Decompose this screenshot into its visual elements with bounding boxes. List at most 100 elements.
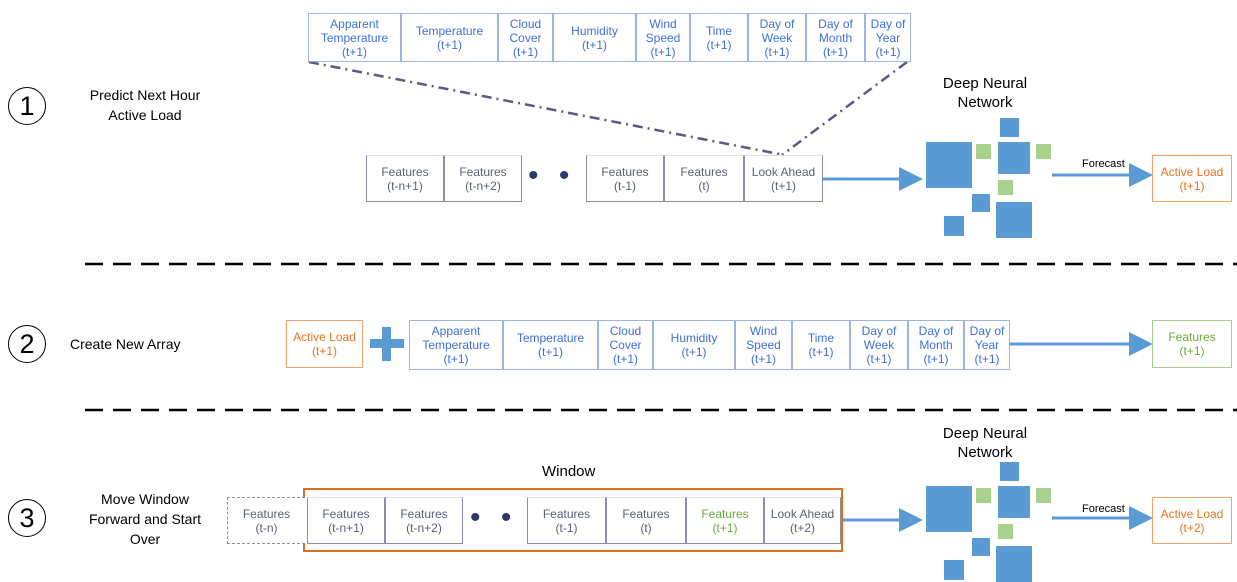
row1-feature-box: Features(t) [664, 155, 744, 202]
new-array-feature-item: Temperature(t+1) [503, 320, 598, 370]
feature-line: (t+1) [822, 44, 848, 59]
network-node-blue [926, 142, 972, 188]
network-node-green [1036, 488, 1051, 503]
box-line: (t-1) [614, 178, 636, 193]
feature-line: (t+1) [537, 345, 563, 359]
lookahead-feature-item: Temperature(t+1) [401, 13, 498, 62]
box-line: Features [680, 164, 728, 179]
feature-line: (t+1) [750, 352, 776, 366]
box-line: (t+1) [712, 520, 738, 535]
feature-line: (t+1) [512, 44, 538, 59]
network-node-blue [972, 538, 990, 556]
box-line: Features [322, 506, 370, 521]
feature-line: (t+1) [581, 37, 607, 52]
feature-line: (t+1) [923, 352, 949, 366]
network-title-line: Network [957, 444, 1013, 461]
row2-features-output: Features(t+1) [1152, 320, 1232, 368]
output-active-load-1: Active Load(t+1) [1152, 155, 1232, 202]
row3-feature-box: Features(t-n+2) [385, 497, 463, 544]
network-node-green [976, 488, 991, 503]
row3-feature-box-dropped: Features(t-n) [227, 497, 305, 544]
step-3-label-line: Move Window [101, 491, 189, 507]
row3-feature-box-new: Features(t+1) [686, 497, 764, 544]
network-node-blue [998, 486, 1030, 518]
step-3-label-line: Over [129, 531, 161, 547]
network-node-blue [996, 546, 1032, 582]
row1-feature-box: Features(t-n+1) [366, 155, 444, 202]
step-1-number: 1 [19, 90, 35, 121]
box-line: (t+1) [770, 178, 796, 193]
network-title-1: Deep Neural Network [920, 74, 1050, 112]
feature-line: (t+1) [612, 352, 638, 366]
zoom-line-left [308, 60, 785, 157]
row1-lookahead-box: Look Ahead(t+1) [744, 155, 823, 202]
neural-network-icon-3 [924, 462, 1052, 582]
network-node-blue [998, 142, 1030, 174]
feature-line: Wind [749, 324, 778, 338]
feature-line: Wind [649, 16, 677, 31]
step-1-label-line: Active Load [108, 107, 182, 123]
box-line: (t) [698, 178, 710, 193]
lookahead-feature-item: Humidity(t+1) [553, 13, 636, 62]
row3-lookahead-box: Look Ahead(t+2) [764, 497, 841, 544]
feature-line: Time [807, 331, 835, 345]
feature-line: Day of [870, 16, 906, 31]
feature-line: Temperature [415, 23, 484, 38]
box-line: Features [400, 506, 448, 521]
step-3-label-line: Forward and Start [88, 511, 202, 527]
network-title-line: Deep Neural [942, 75, 1028, 92]
feature-line: Cloud [509, 16, 542, 31]
feature-line: Month [919, 338, 953, 352]
network-node-green [1036, 144, 1051, 159]
step-2-label: Create New Array [70, 334, 230, 354]
feature-line: Week [863, 338, 895, 352]
box-line: Active Load [293, 330, 356, 344]
window-label: Window [542, 463, 596, 480]
box-line: (t+1) [311, 344, 337, 358]
output-active-load-3: Active Load(t+2) [1152, 497, 1232, 544]
network-node-blue [996, 202, 1032, 238]
box-line: Features [242, 506, 291, 521]
box-line: Look Ahead [751, 164, 816, 179]
box-line: Features [601, 164, 649, 179]
feature-line: Day of [759, 16, 795, 31]
box-line: (t-n) [255, 520, 278, 535]
feature-line: (t+1) [436, 37, 462, 52]
feature-line: Temperature [516, 331, 585, 345]
feature-line: Cover [609, 338, 642, 352]
feature-line: Temperature [422, 338, 490, 352]
feature-line: Apparent [330, 16, 379, 31]
forecast-label-3: Forecast [1082, 503, 1125, 515]
box-line: Features [459, 164, 507, 179]
feature-line: (t+1) [974, 352, 1000, 366]
row3-feature-box: Features(t-1) [527, 497, 606, 544]
box-line: (t+2) [789, 520, 815, 535]
lookahead-feature-item: Time(t+1) [690, 13, 748, 62]
network-node-green [998, 524, 1013, 539]
new-array-feature-item: Time(t+1) [792, 320, 850, 370]
feature-line: Apparent [431, 324, 481, 338]
row2-active-load: Active Load(t+1) [286, 320, 363, 368]
step-1-label-line: Predict Next Hour [89, 87, 201, 103]
feature-line: Humidity [571, 23, 618, 38]
box-line: Active Load [1160, 506, 1224, 521]
feature-line: Day of [818, 16, 853, 31]
feature-line: (t+1) [764, 44, 790, 59]
feature-line: Speed [645, 30, 681, 45]
feature-line: (t+1) [706, 37, 732, 52]
step-3-number: 3 [19, 502, 35, 533]
feature-line: Day of [861, 324, 897, 338]
feature-line: Day of [918, 324, 954, 338]
step-1-marker: 1 [8, 87, 46, 125]
feature-line: (t+1) [650, 44, 676, 59]
feature-line: Year [875, 30, 901, 45]
network-node-green [976, 144, 991, 159]
step-2-label-line: Create New Array [70, 336, 181, 352]
